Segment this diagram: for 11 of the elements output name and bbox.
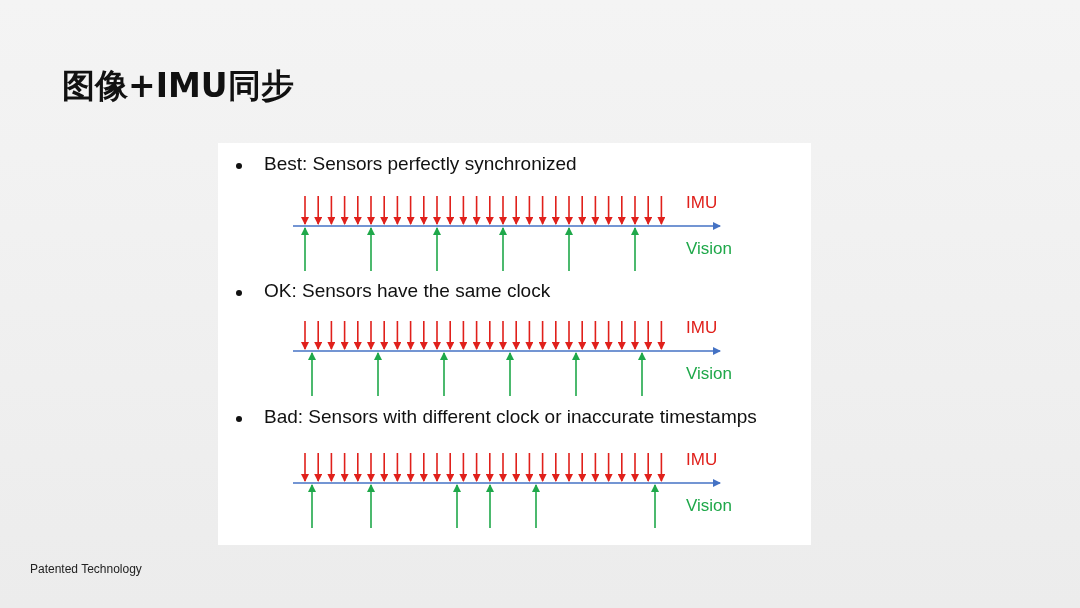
footer-text: Patented Technology bbox=[30, 562, 142, 576]
imu-label: IMU bbox=[686, 318, 718, 338]
vision-label: Vision bbox=[686, 364, 732, 384]
bullet-text: Best: Sensors perfectly synchronized bbox=[264, 153, 577, 175]
vision-label: Vision bbox=[686, 239, 732, 259]
slide-title: 图像+IMU同步 bbox=[62, 65, 294, 107]
bullet-text: OK: Sensors have the same clock bbox=[264, 280, 551, 302]
vision-label: Vision bbox=[686, 496, 732, 516]
bullet-text: Bad: Sensors with different clock or inaccurate timestamps bbox=[264, 406, 757, 428]
imu-label: IMU bbox=[686, 450, 718, 470]
imu-label: IMU bbox=[686, 193, 718, 213]
